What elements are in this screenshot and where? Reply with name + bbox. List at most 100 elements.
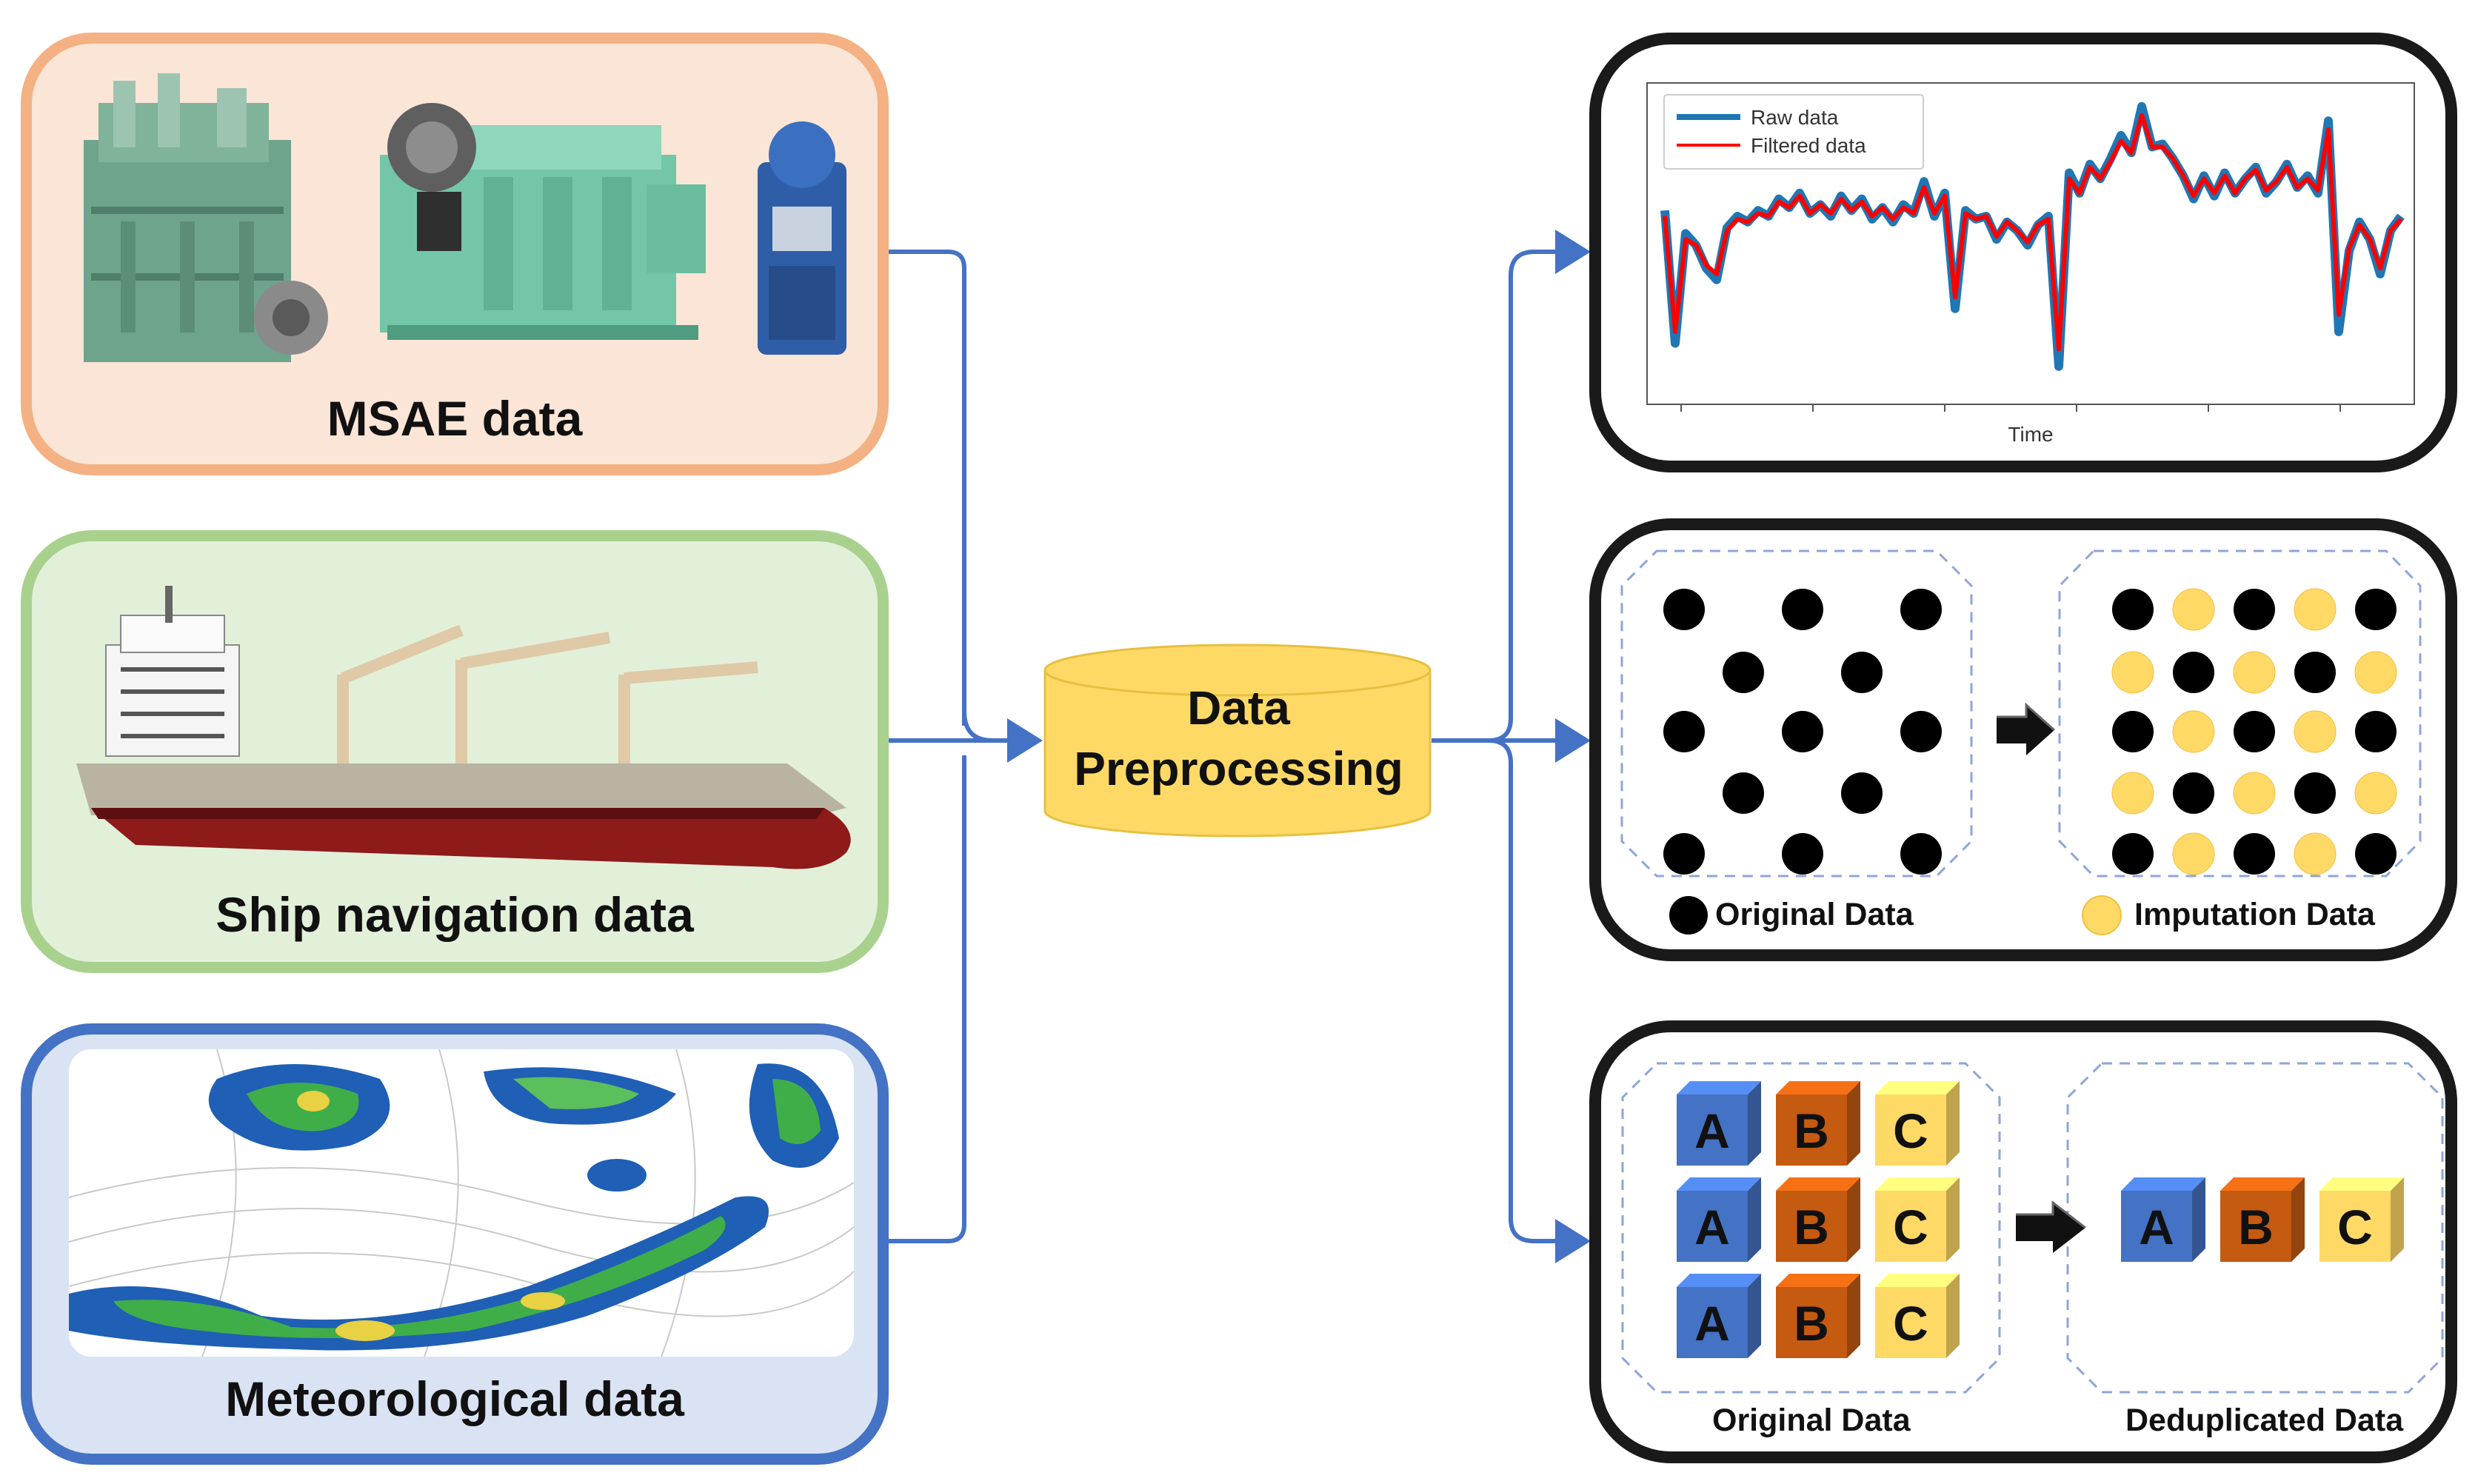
imputation-original-label: Original Data [1715, 897, 1914, 932]
original-data-point [1900, 711, 1942, 752]
marine-engines-illustration [84, 73, 846, 362]
imputation-panel: Original Data Imputation Data [1589, 518, 2457, 961]
original-data-point [2234, 833, 2275, 875]
met-connector [889, 755, 966, 1243]
imputed-grid-frame [2058, 549, 2422, 878]
original-data-point [2355, 833, 2396, 875]
cube-b: B [2220, 1177, 2305, 1262]
original-data-point [1663, 589, 1705, 630]
msae-connector [889, 250, 966, 726]
to-filter-connector [1488, 230, 1591, 743]
filtered-data-series [1663, 113, 2403, 352]
cube-letter: A [2139, 1200, 2174, 1254]
filtering-chart: Raw data Filtered data Time [1646, 82, 2415, 446]
original-data-point [1782, 589, 1823, 630]
cube-letter: C [1893, 1200, 1928, 1254]
center-line-2: Preprocessing [1074, 742, 1403, 795]
to-dedup-connector [1488, 738, 1591, 1263]
original-data-point [1782, 711, 1823, 752]
meteorological-data-box: Meteorological data [21, 1023, 889, 1465]
original-legend-dot [1669, 896, 1708, 935]
dedup-result-frame [2066, 1062, 2444, 1394]
cube-letter: A [1694, 1296, 1730, 1351]
cube-a: A [1677, 1081, 1761, 1166]
cube-b: B [1776, 1177, 1860, 1262]
chart-legend [1663, 94, 1924, 170]
bus-merge-curve [962, 710, 993, 743]
original-data-point [2234, 711, 2275, 752]
cube-letter: B [1794, 1103, 1829, 1158]
meteorological-data-label: Meteorological data [225, 1371, 684, 1426]
dedup-original-label: Original Data [1712, 1403, 1911, 1438]
cube-a: A [1677, 1177, 1761, 1262]
original-data-point [2355, 589, 2396, 630]
ship-navigation-data-label: Ship navigation data [216, 887, 694, 942]
original-data-point [2234, 589, 2275, 630]
original-data-point [1900, 589, 1942, 630]
cube-letter: B [1794, 1200, 1829, 1254]
cube-b: B [1776, 1274, 1860, 1358]
cube-letter: B [1794, 1296, 1829, 1351]
imputed-data-point [2172, 710, 2215, 753]
deduplication-panel: A B C A B C A B C A B C Original Data Deduplicated … [1589, 1020, 2457, 1463]
legend-filtered-label: Filtered data [1751, 134, 1866, 157]
original-data-point [2112, 833, 2154, 875]
imputed-data-point [2354, 772, 2397, 815]
imputation-data-label: Imputation Data [2134, 897, 2375, 932]
generator-icon [758, 121, 846, 355]
cube-letter: B [2238, 1200, 2274, 1254]
imputed-data-point [2111, 772, 2154, 815]
legend-raw-label: Raw data [1751, 106, 1839, 129]
original-data-point [1841, 772, 1883, 814]
data-preprocessing-title: Data Preprocessing [1041, 678, 1437, 799]
ship-navigation-data-box: Ship navigation data [21, 530, 889, 973]
imputed-data-point [2294, 710, 2337, 753]
imputed-data-point [2111, 651, 2154, 694]
original-data-point [1663, 833, 1705, 875]
imputed-data-point [2294, 588, 2337, 631]
cube-c: C [1875, 1081, 1960, 1166]
dedup-result-label: Deduplicated Data [2125, 1403, 2404, 1438]
original-data-point [1663, 711, 1705, 752]
x-axis-label: Time [2008, 423, 2053, 446]
center-line-1: Data [1187, 681, 1290, 735]
cube-letter: C [1893, 1296, 1928, 1351]
imputed-data-point [2172, 832, 2215, 875]
cube-letter: A [1694, 1103, 1730, 1158]
imputed-data-point [2172, 588, 2215, 631]
original-data-point [2173, 652, 2214, 693]
imputed-data-point [2233, 651, 2276, 694]
original-data-point [1841, 652, 1883, 693]
imputed-data-point [2233, 772, 2276, 815]
cube-letter: A [1694, 1200, 1730, 1254]
imputed-data-point [2354, 651, 2397, 694]
cube-letter: C [2337, 1200, 2373, 1254]
msae-data-label: MSAE data [327, 391, 583, 446]
imputed-data-point [2294, 832, 2337, 875]
original-data-point [2294, 772, 2336, 814]
main-engine-icon [84, 73, 328, 362]
cube-c: C [1875, 1177, 1960, 1262]
cargo-ship-illustration [76, 586, 851, 869]
cube-a: A [2121, 1177, 2205, 1262]
original-data-point [1723, 772, 1764, 814]
weather-map-illustration [69, 1049, 854, 1357]
dedup-original-frame [1621, 1062, 2001, 1394]
imputation-diagram [1620, 549, 2422, 935]
cube-c: C [1875, 1274, 1960, 1358]
cube-a: A [1677, 1274, 1761, 1358]
original-data-point [2294, 652, 2336, 693]
imputed-legend-dot [2082, 895, 2122, 935]
cube-letter: C [1893, 1103, 1928, 1158]
original-data-point [1723, 652, 1764, 693]
original-data-point [2173, 772, 2214, 814]
original-data-point [1782, 833, 1823, 875]
original-data-point [1900, 833, 1942, 875]
cube-c: C [2319, 1177, 2404, 1262]
cube-b: B [1776, 1081, 1860, 1166]
original-data-point [2355, 711, 2396, 752]
deduplication-diagram: A B C A B C A B C A B C [1621, 1062, 2444, 1394]
filtering-panel: Raw data Filtered data Time [1589, 33, 2457, 472]
deduplication-arrow-icon [2016, 1200, 2086, 1253]
